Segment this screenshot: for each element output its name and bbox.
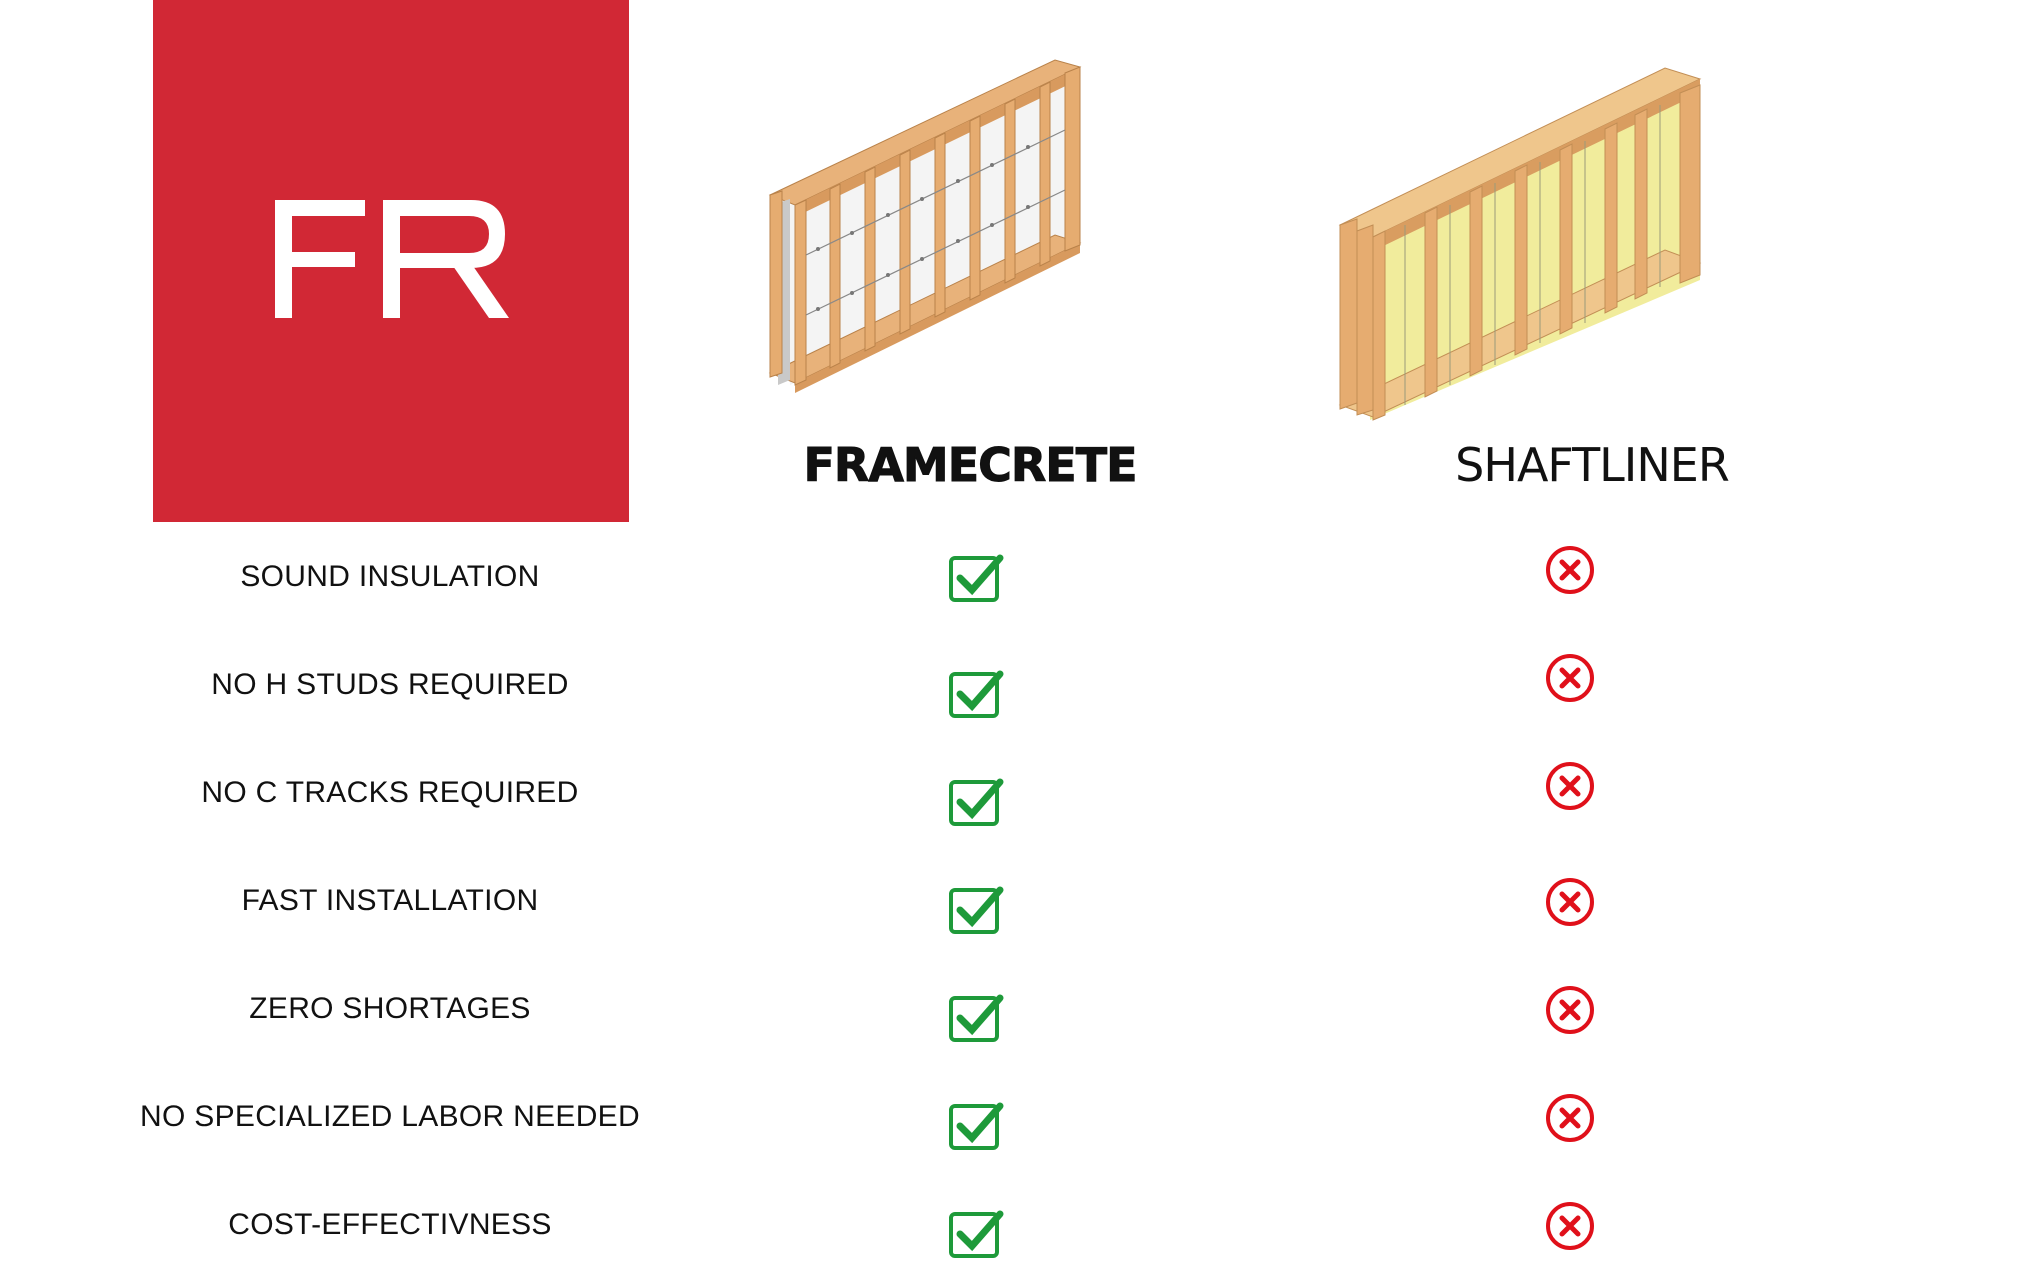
feature-label: NO C TRACKS REQUIRED xyxy=(201,776,579,809)
shaftliner-wall-image xyxy=(1338,67,1702,421)
check-icon xyxy=(949,554,1004,602)
check-icon xyxy=(949,778,1004,826)
brand-logo: FR xyxy=(153,0,629,522)
feature-label: COST-EFFECTIVNESS xyxy=(228,1208,552,1241)
feature-label: FAST INSTALLATION xyxy=(241,884,539,917)
cross-icon xyxy=(1546,546,1594,594)
check-icon xyxy=(949,1210,1004,1258)
cross-icon xyxy=(1546,986,1594,1034)
column-title-shaftliner: SHAFTLINER xyxy=(1455,438,1730,492)
cross-icon xyxy=(1546,654,1594,702)
feature-label: NO SPECIALIZED LABOR NEEDED xyxy=(140,1100,640,1133)
column-title-framecrete: FRAMECRETE xyxy=(803,438,1138,493)
feature-label: ZERO SHORTAGES xyxy=(249,992,531,1025)
check-icon xyxy=(949,670,1004,718)
check-icon xyxy=(949,886,1004,934)
check-icon xyxy=(949,1102,1004,1150)
cross-icon xyxy=(1546,1094,1594,1142)
feature-label: SOUND INSULATION xyxy=(240,560,540,593)
cross-icon xyxy=(1546,762,1594,810)
framecrete-wall-image xyxy=(768,59,1082,393)
check-icon xyxy=(949,994,1004,1042)
cross-icon xyxy=(1546,878,1594,926)
feature-label: NO H STUDS REQUIRED xyxy=(211,668,569,701)
cross-icon xyxy=(1546,1202,1594,1250)
logo-mark xyxy=(275,200,509,318)
